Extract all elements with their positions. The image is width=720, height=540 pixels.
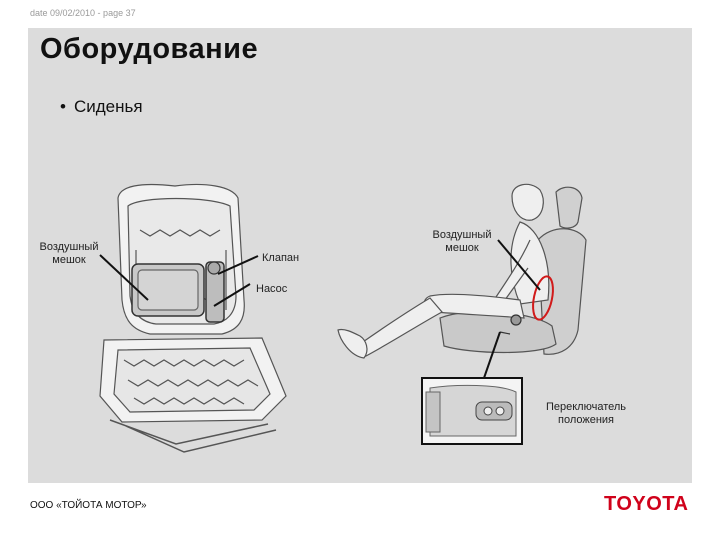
switch-inset xyxy=(421,377,523,445)
toyota-logo: TOYOTA xyxy=(604,493,689,515)
company-name: ООО «ТОЙОТА МОТОР» xyxy=(30,500,147,511)
page-meta: date 09/02/2010 - page 37 xyxy=(30,8,136,18)
label-switch: Переключатель положения xyxy=(545,401,627,426)
label-airbag-right: Воздушный мешок xyxy=(432,229,492,254)
leader-lines-left xyxy=(99,254,259,307)
label-pump: Насос xyxy=(256,283,288,295)
bullet-item: • Сиденья xyxy=(60,97,143,117)
label-airbag-left: Воздушный мешок xyxy=(39,241,99,266)
leader-lines-right xyxy=(483,239,541,379)
bullet-dot: • xyxy=(60,97,66,116)
seat-frame-illustration xyxy=(99,183,287,453)
person-seat-illustration xyxy=(337,183,587,359)
label-valve: Клапан xyxy=(262,252,300,264)
bullet-text: Сиденья xyxy=(73,97,143,116)
slide-title: Оборудование xyxy=(40,33,259,65)
